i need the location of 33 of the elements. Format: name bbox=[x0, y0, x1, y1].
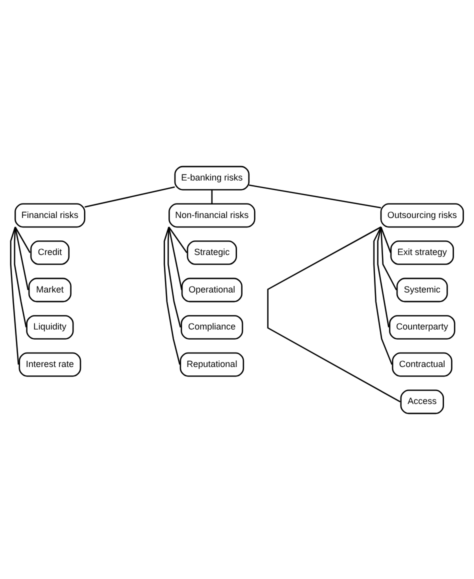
node-box: Credit bbox=[30, 240, 70, 264]
node-box: Outsourcing risks bbox=[380, 202, 464, 228]
connector bbox=[168, 226, 182, 327]
node-box: Reputational bbox=[180, 352, 244, 376]
node-box: Liquidity bbox=[26, 314, 74, 339]
node-box: E-banking risks bbox=[174, 165, 250, 190]
connector bbox=[164, 226, 180, 364]
connector bbox=[168, 226, 182, 290]
connector bbox=[10, 226, 20, 364]
connector bbox=[168, 226, 188, 253]
node-box: Systemic bbox=[396, 277, 448, 302]
node-box: Contractual bbox=[392, 352, 452, 376]
node-box: Exit strategy bbox=[390, 240, 454, 264]
node-box: Access bbox=[400, 389, 444, 414]
node-box: Interest rate bbox=[18, 352, 82, 376]
connector bbox=[14, 226, 29, 290]
connector bbox=[380, 226, 392, 252]
node-box: Compliance bbox=[180, 314, 244, 339]
connector bbox=[248, 184, 382, 208]
connector bbox=[14, 226, 27, 327]
connector bbox=[373, 226, 393, 364]
connector bbox=[211, 189, 213, 204]
connector bbox=[377, 226, 390, 327]
node-box: Operational bbox=[181, 277, 242, 302]
connector bbox=[267, 226, 401, 402]
node-box: Market bbox=[28, 277, 72, 302]
node-box: Strategic bbox=[186, 240, 237, 264]
connector bbox=[380, 226, 397, 290]
node-box: Counterparty bbox=[389, 314, 456, 339]
connector bbox=[14, 226, 31, 253]
connector bbox=[84, 186, 175, 208]
node-box: Financial risks bbox=[14, 202, 86, 228]
node-box: Non-financial risks bbox=[168, 202, 256, 228]
